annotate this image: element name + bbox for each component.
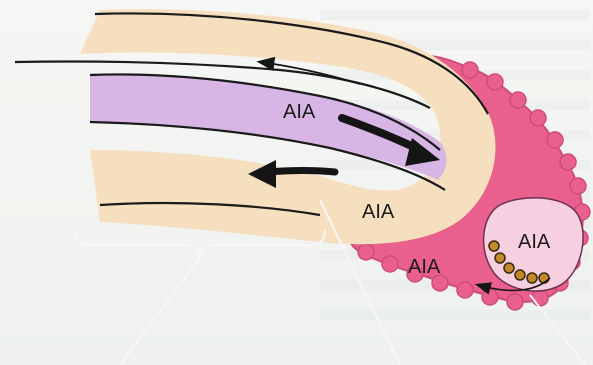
pink-region-label: AIA xyxy=(408,256,441,278)
lower-band-label: AIA xyxy=(362,201,395,223)
purple-band-label: AIA xyxy=(283,101,316,123)
inner-cell-label: AIA xyxy=(518,231,551,253)
